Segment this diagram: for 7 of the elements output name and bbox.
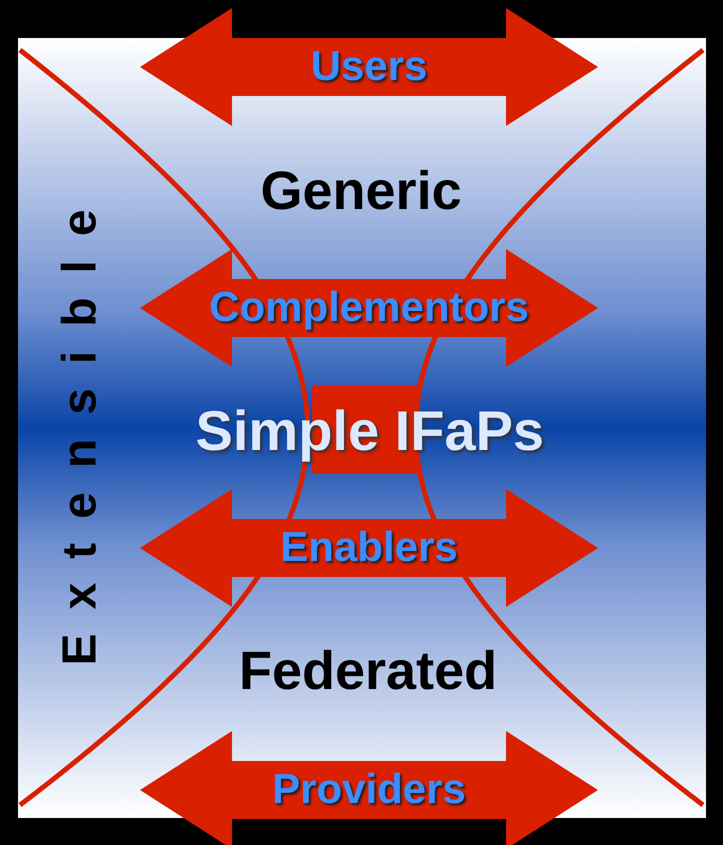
arrow-label: Providers — [271, 765, 467, 813]
arrow-label: Enablers — [279, 523, 459, 571]
vertical-label: Extensible — [52, 184, 108, 666]
heading-text: Generic — [260, 160, 462, 222]
arrow-label: Users — [310, 42, 428, 90]
arrow-label: Complementors — [208, 283, 530, 331]
heading-text: Federated — [239, 640, 498, 702]
